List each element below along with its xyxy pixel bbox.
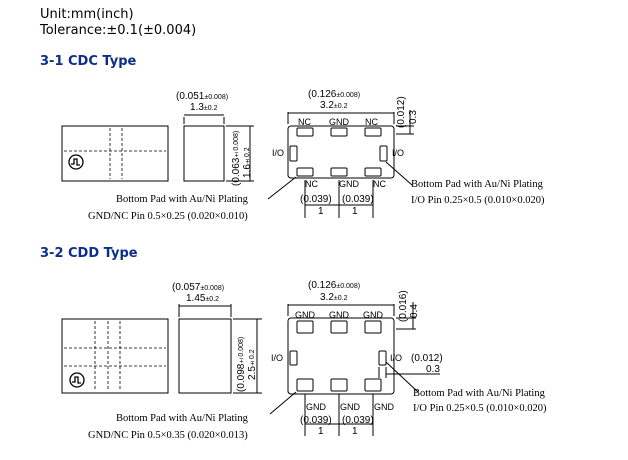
cdc-side-width-inch: (0.051±0.008) — [176, 91, 229, 102]
cdc-pitch-inch-1: (0.039) — [300, 194, 332, 205]
cdd-note-left-2: GND/NC Pin 0.5×0.35 (0.020×0.013) — [88, 430, 248, 441]
cdc-right-mm: 0.3 — [408, 110, 419, 124]
cdc-height-mm: 1.6±0.2 — [242, 147, 253, 178]
cdc-pin-top-2: GND — [329, 117, 349, 127]
cdd-pad-bot-3 — [364, 378, 382, 392]
cdd-bottom-view — [287, 317, 395, 395]
cdd-top-width-inch: (0.126±0.008) — [308, 280, 361, 291]
cdc-note-right-2: I/O Pin 0.25×0.5 (0.010×0.020) — [411, 195, 545, 206]
cdc-top-width-mm: 3.2±0.2 — [320, 100, 348, 111]
cdc-pin-bot-2: GND — [339, 179, 359, 189]
cdc-pin-bot-1: NC — [305, 179, 318, 189]
cdc-pin-bot-3: NC — [373, 179, 386, 189]
cdc-pin-right: I/O — [392, 148, 405, 158]
cdd-pin-bot-2: GND — [340, 402, 360, 412]
cdc-pitch-mm-2: 1 — [352, 206, 358, 217]
cdd-pitch-inch-2: (0.039) — [342, 415, 374, 426]
cdc-title: 3-1 CDC Type — [40, 54, 137, 69]
cdc-logo-icon — [68, 154, 84, 170]
cdd-pin-top-3: GND — [363, 310, 383, 320]
cdd-logo-icon — [69, 372, 85, 388]
cdd-top-width-mm: 3.2±0.2 — [320, 292, 348, 303]
cdc-pin-left: I/O — [272, 148, 285, 158]
cdd-side-width-inch: (0.057±0.008) — [172, 282, 225, 293]
cdd-right-inch: (0.016) — [398, 290, 409, 322]
cdd-height-mm: 2.5±0.2 — [247, 349, 258, 380]
cdd-pitch-mm-2: 1 — [352, 426, 358, 437]
cdc-pad-right — [379, 145, 388, 162]
cdc-pad-bot-3 — [364, 167, 382, 177]
cdd-note-right-2: I/O Pin 0.25×0.5 (0.010×0.020) — [413, 403, 547, 414]
cdd-pin-bot-3: GND — [374, 402, 394, 412]
cdd-pitch-mm-1: 1 — [318, 426, 324, 437]
cdd-side-view — [178, 318, 232, 394]
cdd-pin-right: I/O — [390, 353, 403, 363]
cdc-side-view — [183, 125, 225, 182]
cdd-pad-right — [378, 350, 387, 366]
cdd-title: 3-2 CDD Type — [40, 246, 138, 261]
cdc-front-view — [61, 125, 169, 182]
cdc-pad-top-3 — [364, 127, 382, 137]
cdd-pin-bot-1: GND — [306, 402, 326, 412]
cdc-pitch-inch-2: (0.039) — [342, 194, 374, 205]
cdc-height-inch: (0.063±0.008) — [231, 130, 242, 186]
cdd-side-width-mm: 1.45±0.2 — [186, 293, 220, 304]
cdc-top-width-inch: (0.126±0.008) — [308, 89, 361, 100]
cdd-pin-top-1: GND — [295, 310, 315, 320]
cdd-pad-top-1 — [296, 320, 314, 334]
cdc-note-left-1: Bottom Pad with Au/Ni Plating — [116, 194, 248, 205]
cdd-pad-bot-1 — [296, 378, 314, 392]
cdd-height-inch: (0.098±0.008) — [236, 336, 247, 392]
cdc-pad-bot-1 — [296, 167, 314, 177]
tolerance-label: Tolerance:±0.1(±0.004) — [40, 23, 197, 38]
cdd-note-left-1: Bottom Pad with Au/Ni Plating — [116, 413, 248, 424]
cdc-pin-top-3: NC — [365, 117, 378, 127]
cdd-pitch-inch-1: (0.039) — [300, 415, 332, 426]
cdd-right-mm: 0.4 — [409, 304, 420, 318]
cdd-pad-top-3 — [364, 320, 382, 334]
cdd-io-inch: (0.012) — [411, 353, 443, 364]
cdd-pad-bot-2 — [330, 378, 348, 392]
cdc-note-right-1: Bottom Pad with Au/Ni Plating — [411, 179, 543, 190]
cdc-side-width-mm: 1.3±0.2 — [190, 102, 218, 113]
cdc-pad-top-2 — [330, 127, 348, 137]
cdd-note-right-1: Bottom Pad with Au/Ni Plating — [413, 388, 545, 399]
cdd-pin-left: I/O — [271, 353, 284, 363]
cdc-pad-top-1 — [296, 127, 314, 137]
cdd-pin-top-2: GND — [329, 310, 349, 320]
cdc-pad-bot-2 — [330, 167, 348, 177]
cdc-right-inch: (0.012) — [396, 96, 407, 128]
cdd-io-mm: 0.3 — [426, 364, 440, 375]
cdd-front-view — [61, 318, 169, 394]
unit-label: Unit:mm(inch) — [40, 7, 134, 22]
cdc-pin-top-1: NC — [298, 117, 311, 127]
cdc-note-left-2: GND/NC Pin 0.5×0.25 (0.020×0.010) — [88, 211, 248, 222]
cdd-pad-top-2 — [330, 320, 348, 334]
cdd-pad-left — [289, 350, 298, 366]
cdc-pad-left — [289, 145, 298, 162]
cdc-pitch-mm-1: 1 — [318, 206, 324, 217]
cdc-bottom-view — [287, 125, 395, 179]
